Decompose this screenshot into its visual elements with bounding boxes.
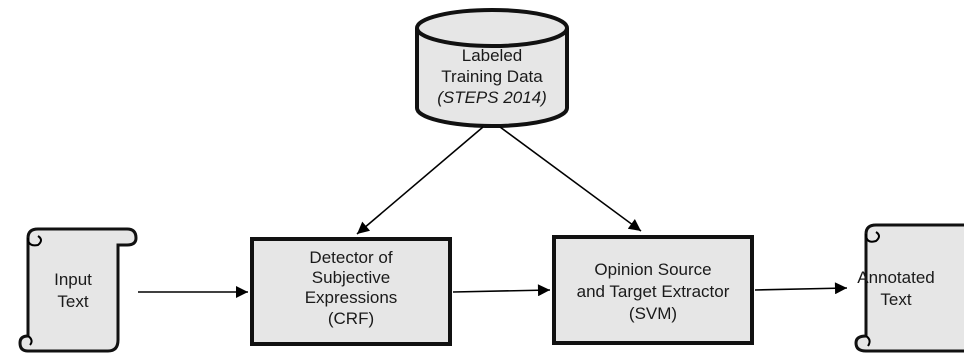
input-text-label-1: Input <box>54 270 92 289</box>
detector-label-2: Subjective <box>312 268 390 287</box>
scroll-icon <box>854 223 964 353</box>
training-data-label-2: Training Data <box>441 67 543 86</box>
detector-label-1: Detector of <box>309 248 392 267</box>
edge-detector-to-extractor <box>452 284 551 297</box>
detector-node: Detector of Subjective Expressions (CRF) <box>250 237 452 346</box>
training-data-node: Labeled Training Data (STEPS 2014) <box>415 8 569 128</box>
detector-label-4: (CRF) <box>328 309 374 328</box>
edge-extractor-to-annotated <box>754 282 848 295</box>
extractor-node: Opinion Source and Target Extractor (SVM… <box>552 235 754 345</box>
database-icon <box>415 8 569 48</box>
edge-data-to-detector <box>356 126 484 235</box>
annotated-text-label-2: Text <box>880 290 911 309</box>
annotated-text-node: Annotated Text <box>854 223 964 353</box>
scroll-icon <box>18 227 138 353</box>
extractor-label-3: (SVM) <box>629 304 677 323</box>
detector-label-3: Expressions <box>305 288 398 307</box>
input-text-node: Input Text <box>18 227 138 353</box>
training-data-label-1: Labeled <box>462 46 523 65</box>
training-data-label-3: (STEPS 2014) <box>437 88 547 107</box>
edge-data-to-extractor <box>499 126 642 232</box>
annotated-text-label-1: Annotated <box>857 268 935 287</box>
extractor-label-2: and Target Extractor <box>577 282 730 301</box>
input-text-label-2: Text <box>57 292 88 311</box>
extractor-label-1: Opinion Source <box>594 260 711 279</box>
